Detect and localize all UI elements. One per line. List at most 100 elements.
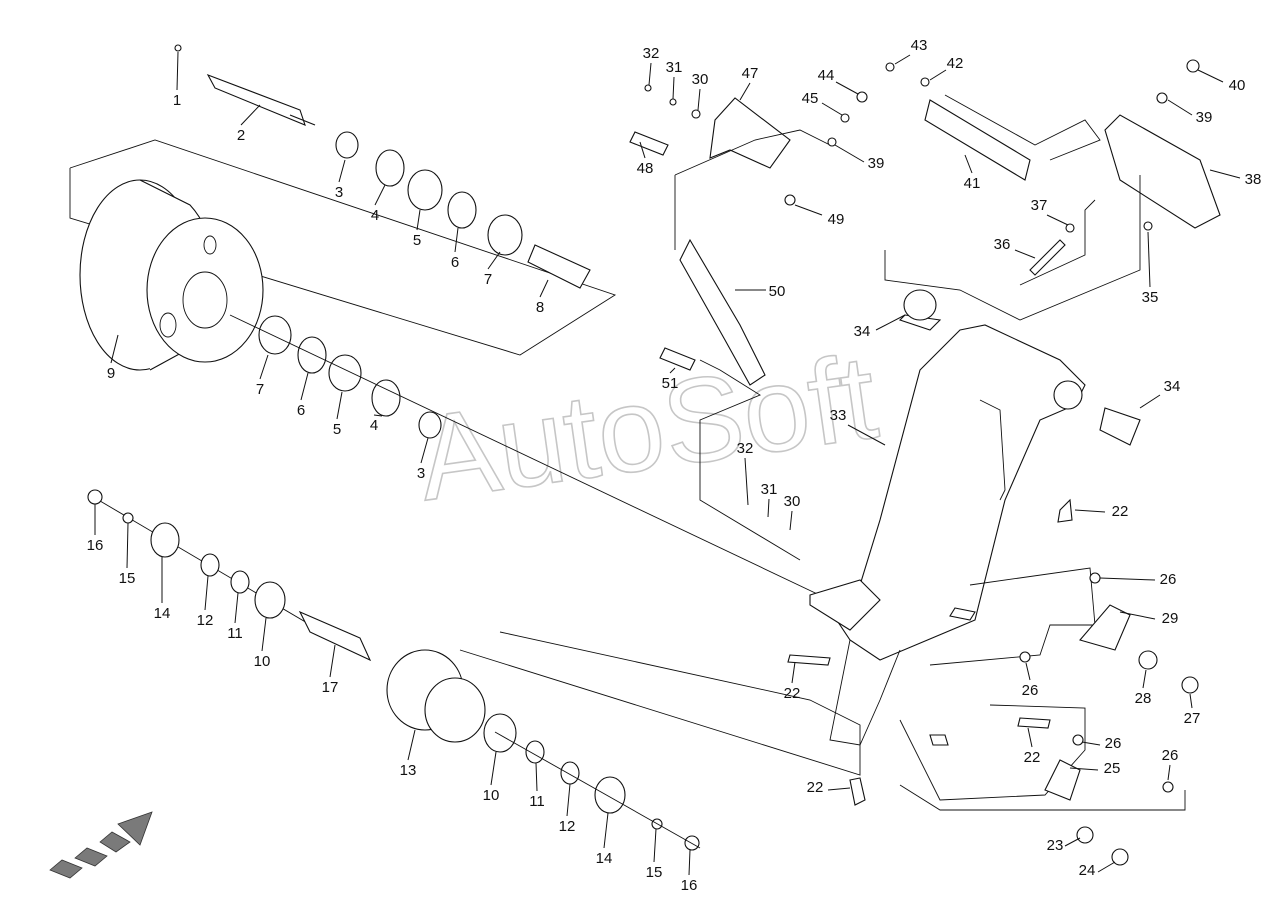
part-number-label: 8 — [536, 299, 544, 316]
lower-roller-group — [87, 489, 861, 851]
leader-line — [1064, 837, 1081, 847]
leader-line — [653, 828, 657, 863]
part-number-label: 33 — [830, 407, 847, 424]
part-number-label: 34 — [854, 323, 871, 340]
part-number-label: 31 — [666, 59, 683, 76]
upper-bracket-group — [629, 84, 868, 561]
leader-line — [373, 414, 383, 417]
leader-line — [539, 279, 549, 298]
part-number-label: 44 — [818, 67, 835, 84]
leader-line — [1139, 394, 1161, 409]
part-number-label: 40 — [1229, 77, 1246, 94]
leader-line — [566, 783, 571, 817]
leader-line — [794, 204, 823, 216]
leader-line — [834, 144, 865, 163]
part-number-label: 26 — [1105, 735, 1122, 752]
part-number-label: 26 — [1160, 571, 1177, 588]
leader-line — [791, 661, 796, 684]
part-number-label: 39 — [1196, 109, 1213, 126]
part-number-label: 16 — [87, 537, 104, 554]
leader-line — [697, 88, 701, 111]
leader-line — [648, 62, 652, 86]
leader-line — [1189, 693, 1193, 709]
leader-line — [1197, 69, 1224, 83]
part-number-label: 22 — [1024, 749, 1041, 766]
part-number-label: 24 — [1079, 862, 1096, 879]
leader-line — [176, 51, 179, 91]
part-number-label: 4 — [370, 417, 378, 434]
part-number-label: 3 — [335, 184, 343, 201]
leader-line — [639, 141, 646, 159]
leader-line — [535, 762, 538, 792]
leader-line — [1074, 509, 1106, 513]
part-number-label: 10 — [254, 653, 271, 670]
leader-line — [240, 104, 261, 126]
part-number-label: 30 — [784, 493, 801, 510]
part-number-label: 32 — [643, 45, 660, 62]
part-number-label: 26 — [1022, 682, 1039, 699]
leader-line — [875, 314, 906, 331]
leader-line — [416, 209, 421, 231]
leader-line — [338, 159, 346, 183]
leader-line — [1209, 169, 1241, 179]
leader-line — [261, 617, 267, 652]
leader-line — [329, 644, 336, 678]
part-number-label: 41 — [964, 175, 981, 192]
part-number-label: 39 — [868, 155, 885, 172]
part-number-label: 50 — [769, 283, 786, 300]
part-number-label: 12 — [197, 612, 214, 629]
part-number-label: 34 — [1164, 378, 1181, 395]
leader-line — [1099, 577, 1156, 581]
leader-line — [234, 592, 239, 624]
part-number-label: 2 — [237, 127, 245, 144]
leader-line — [204, 575, 209, 611]
leader-line — [827, 787, 851, 791]
leader-line — [490, 751, 497, 786]
part-number-label: 48 — [637, 160, 654, 177]
part-number-label: 36 — [994, 236, 1011, 253]
part-number-label: 42 — [947, 55, 964, 72]
leader-line — [929, 69, 947, 81]
part-number-label: 27 — [1184, 710, 1201, 727]
part-number-label: 12 — [559, 818, 576, 835]
part-number-label: 4 — [371, 207, 379, 224]
part-number-label: 37 — [1031, 197, 1048, 214]
part-number-label: 5 — [333, 421, 341, 438]
part-number-label: 15 — [119, 570, 136, 587]
leader-line — [847, 424, 886, 446]
leader-line — [767, 498, 770, 518]
part-number-label: 43 — [911, 37, 928, 54]
part-number-label: 10 — [483, 787, 500, 804]
part-number-label: 30 — [692, 71, 709, 88]
part-number-label: 14 — [154, 605, 171, 622]
leader-line — [1027, 727, 1033, 748]
leader-line — [454, 227, 459, 253]
leader-line — [336, 391, 343, 420]
part-number-label: 22 — [784, 685, 801, 702]
leader-line — [1167, 764, 1171, 781]
leader-line — [1014, 249, 1036, 259]
part-number-label: 47 — [742, 65, 759, 82]
lower-bracket-group — [787, 498, 1199, 866]
top-right-linkage-group — [884, 59, 1221, 321]
part-number-label: 6 — [451, 254, 459, 271]
part-number-label: 9 — [107, 365, 115, 382]
leader-line — [300, 372, 309, 401]
watermark: AutoSoft — [410, 329, 884, 526]
part-number-label: 32 — [737, 440, 754, 457]
leader-line — [894, 54, 911, 65]
part-number-label: 23 — [1047, 837, 1064, 854]
leader-line — [835, 81, 859, 95]
part-number-label: 5 — [413, 232, 421, 249]
part-number-label: 51 — [662, 375, 679, 392]
part-number-label: 22 — [1112, 503, 1129, 520]
part-number-label: 35 — [1142, 289, 1159, 306]
leader-line — [744, 457, 749, 506]
part-number-label: 31 — [761, 481, 778, 498]
leader-line — [1081, 741, 1101, 746]
leader-line — [603, 812, 609, 849]
part-number-label: 26 — [1162, 747, 1179, 764]
part-number-label: 13 — [400, 762, 417, 779]
part-number-label: 7 — [256, 381, 264, 398]
